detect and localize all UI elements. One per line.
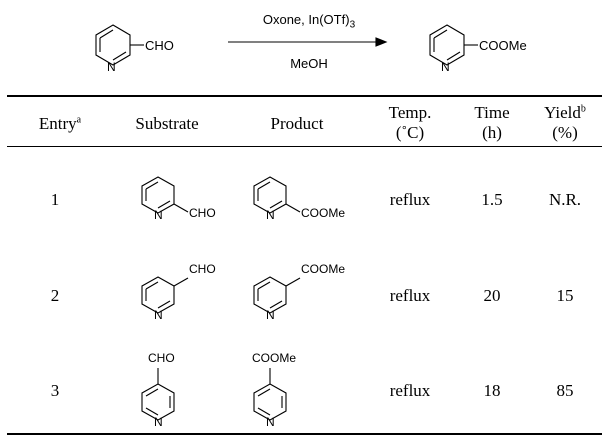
header-temp: Temp. (˚C) <box>388 103 432 142</box>
row2-substrate-structure: CHO N <box>141 262 216 322</box>
reagent-top-text: Oxone, In(OTf)3 <box>262 12 356 31</box>
row1-substrate-structure: CHO N <box>141 176 216 222</box>
row1-yield: N.R. <box>548 190 582 209</box>
row1-product-structure: COOMe N <box>253 176 345 222</box>
row3-yield: 85 <box>556 381 574 400</box>
row1-product-n: N <box>266 208 275 222</box>
header-product: Product <box>270 114 324 133</box>
row2-product-n: N <box>266 308 275 322</box>
row1-product-group: COOMe <box>301 206 345 220</box>
row1-time: 1.5 <box>481 190 503 209</box>
row1-entry: 1 <box>50 190 60 209</box>
row3-substrate-structure: CHO N <box>141 351 175 429</box>
row1-substrate-n: N <box>154 208 163 222</box>
row2-substrate-group: CHO <box>189 262 216 276</box>
reagent-bottom-text: MeOH <box>290 56 328 71</box>
row3-entry: 3 <box>50 381 60 400</box>
row3-product-n: N <box>266 415 275 429</box>
reactant-group-label: CHO <box>145 38 174 53</box>
row3-product-group: COOMe <box>252 351 296 365</box>
product-group-label: COOMe <box>479 38 527 53</box>
header-substrate: Substrate <box>135 114 199 133</box>
table-header-rule <box>7 146 602 147</box>
reactant-ring-n: N <box>107 60 116 74</box>
header-entry: Entrya <box>38 114 82 133</box>
row2-temp: reflux <box>389 286 431 305</box>
table-top-rule <box>7 95 602 97</box>
row3-substrate-group: CHO <box>148 351 175 365</box>
row2-product-structure: COOMe N <box>253 262 345 322</box>
row2-yield: 15 <box>556 286 574 305</box>
row2-product-group: COOMe <box>301 262 345 276</box>
row2-entry: 2 <box>50 286 60 305</box>
row2-time: 20 <box>483 286 501 305</box>
product-pyridine-structure: COOMe N <box>429 24 527 74</box>
row1-substrate-group: CHO <box>189 206 216 220</box>
row3-product-structure: COOMe N <box>252 351 296 429</box>
row3-substrate-n: N <box>154 415 163 429</box>
header-time: Time (h) <box>474 103 510 142</box>
reactant-pyridine-structure: CHO N <box>95 24 174 74</box>
header-yield: Yieldb (%) <box>544 103 586 142</box>
table-bottom-rule <box>7 433 602 435</box>
row3-temp: reflux <box>389 381 431 400</box>
reaction-arrow <box>228 37 388 47</box>
row1-temp: reflux <box>389 190 431 209</box>
product-ring-n: N <box>441 60 450 74</box>
row2-substrate-n: N <box>154 308 163 322</box>
row3-time: 18 <box>483 381 501 400</box>
